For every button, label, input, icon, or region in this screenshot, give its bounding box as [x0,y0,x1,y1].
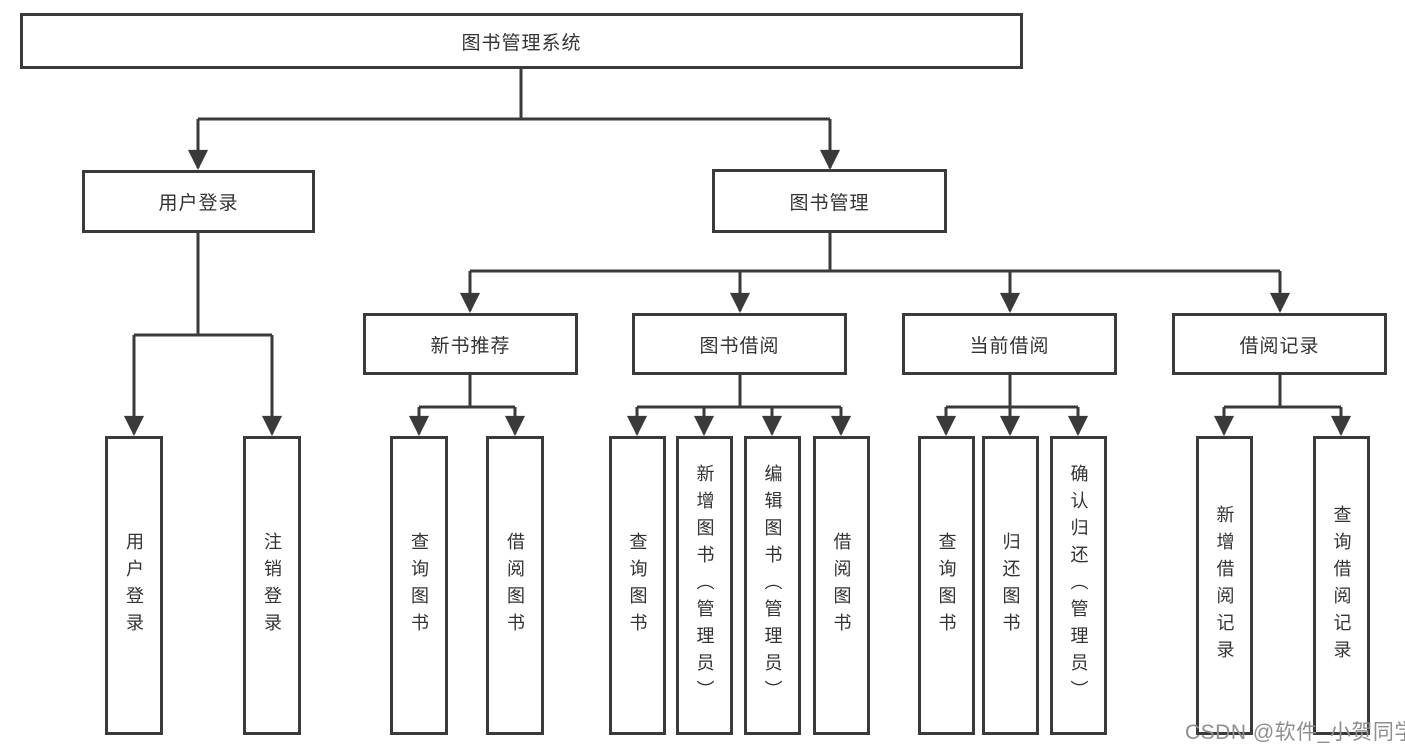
node-label: 图书管理系统 [461,32,582,54]
leaf-return-books: 归还图书 [982,436,1039,735]
leaf-borrow-books-newbooks: 借阅图书 [486,436,544,735]
leaf-user-login: 用户登录 [105,436,163,735]
node-user-login: 用户登录 [82,170,315,233]
node-label: 借阅记录 [1239,335,1320,357]
leaf-label: 借阅图书 [831,531,852,640]
leaf-confirm-return-admin: 确认归还（管理员） [1050,436,1107,735]
leaf-label: 用户登录 [124,531,144,640]
leaf-label: 编辑图书（管理员） [762,464,783,707]
node-label: 图书借阅 [699,335,780,357]
leaf-label: 注销登录 [262,531,282,640]
leaf-query-borrow-record: 查询借阅记录 [1313,436,1370,735]
node-library-system-root: 图书管理系统 [20,13,1023,69]
node-new-book-recommend: 新书推荐 [363,313,578,375]
leaf-query-books-borrowing: 查询图书 [609,436,666,735]
leaf-label: 查询图书 [627,531,648,640]
leaf-query-books-newbooks: 查询图书 [390,436,448,735]
node-current-borrowing: 当前借阅 [902,313,1117,375]
node-label: 新书推荐 [430,335,511,357]
leaf-add-books-admin: 新增图书（管理员） [676,436,733,735]
node-label: 图书管理 [789,192,870,214]
node-book-borrowing: 图书借阅 [632,313,847,375]
node-label: 用户登录 [158,193,239,214]
leaf-logout: 注销登录 [243,436,301,735]
leaf-label: 归还图书 [1000,531,1021,640]
leaf-label: 新增借阅记录 [1214,504,1235,667]
leaf-label: 新增图书（管理员） [694,464,715,707]
csdn-watermark: CSDN @软件_小贺同学 [1185,721,1405,744]
leaf-label: 查询借阅记录 [1331,504,1352,667]
leaf-label: 确认归还（管理员） [1068,464,1089,707]
leaf-borrow-books-borrowing: 借阅图书 [813,436,870,735]
leaf-add-borrow-record: 新增借阅记录 [1196,436,1253,735]
node-borrowing-records: 借阅记录 [1172,313,1387,375]
leaf-label: 查询图书 [936,531,957,640]
leaf-query-books-current: 查询图书 [918,436,975,735]
node-label: 当前借阅 [969,335,1050,357]
leaf-label: 查询图书 [409,531,429,640]
leaf-edit-books-admin: 编辑图书（管理员） [744,436,801,735]
leaf-label: 借阅图书 [505,531,525,640]
node-book-management: 图书管理 [712,169,947,233]
